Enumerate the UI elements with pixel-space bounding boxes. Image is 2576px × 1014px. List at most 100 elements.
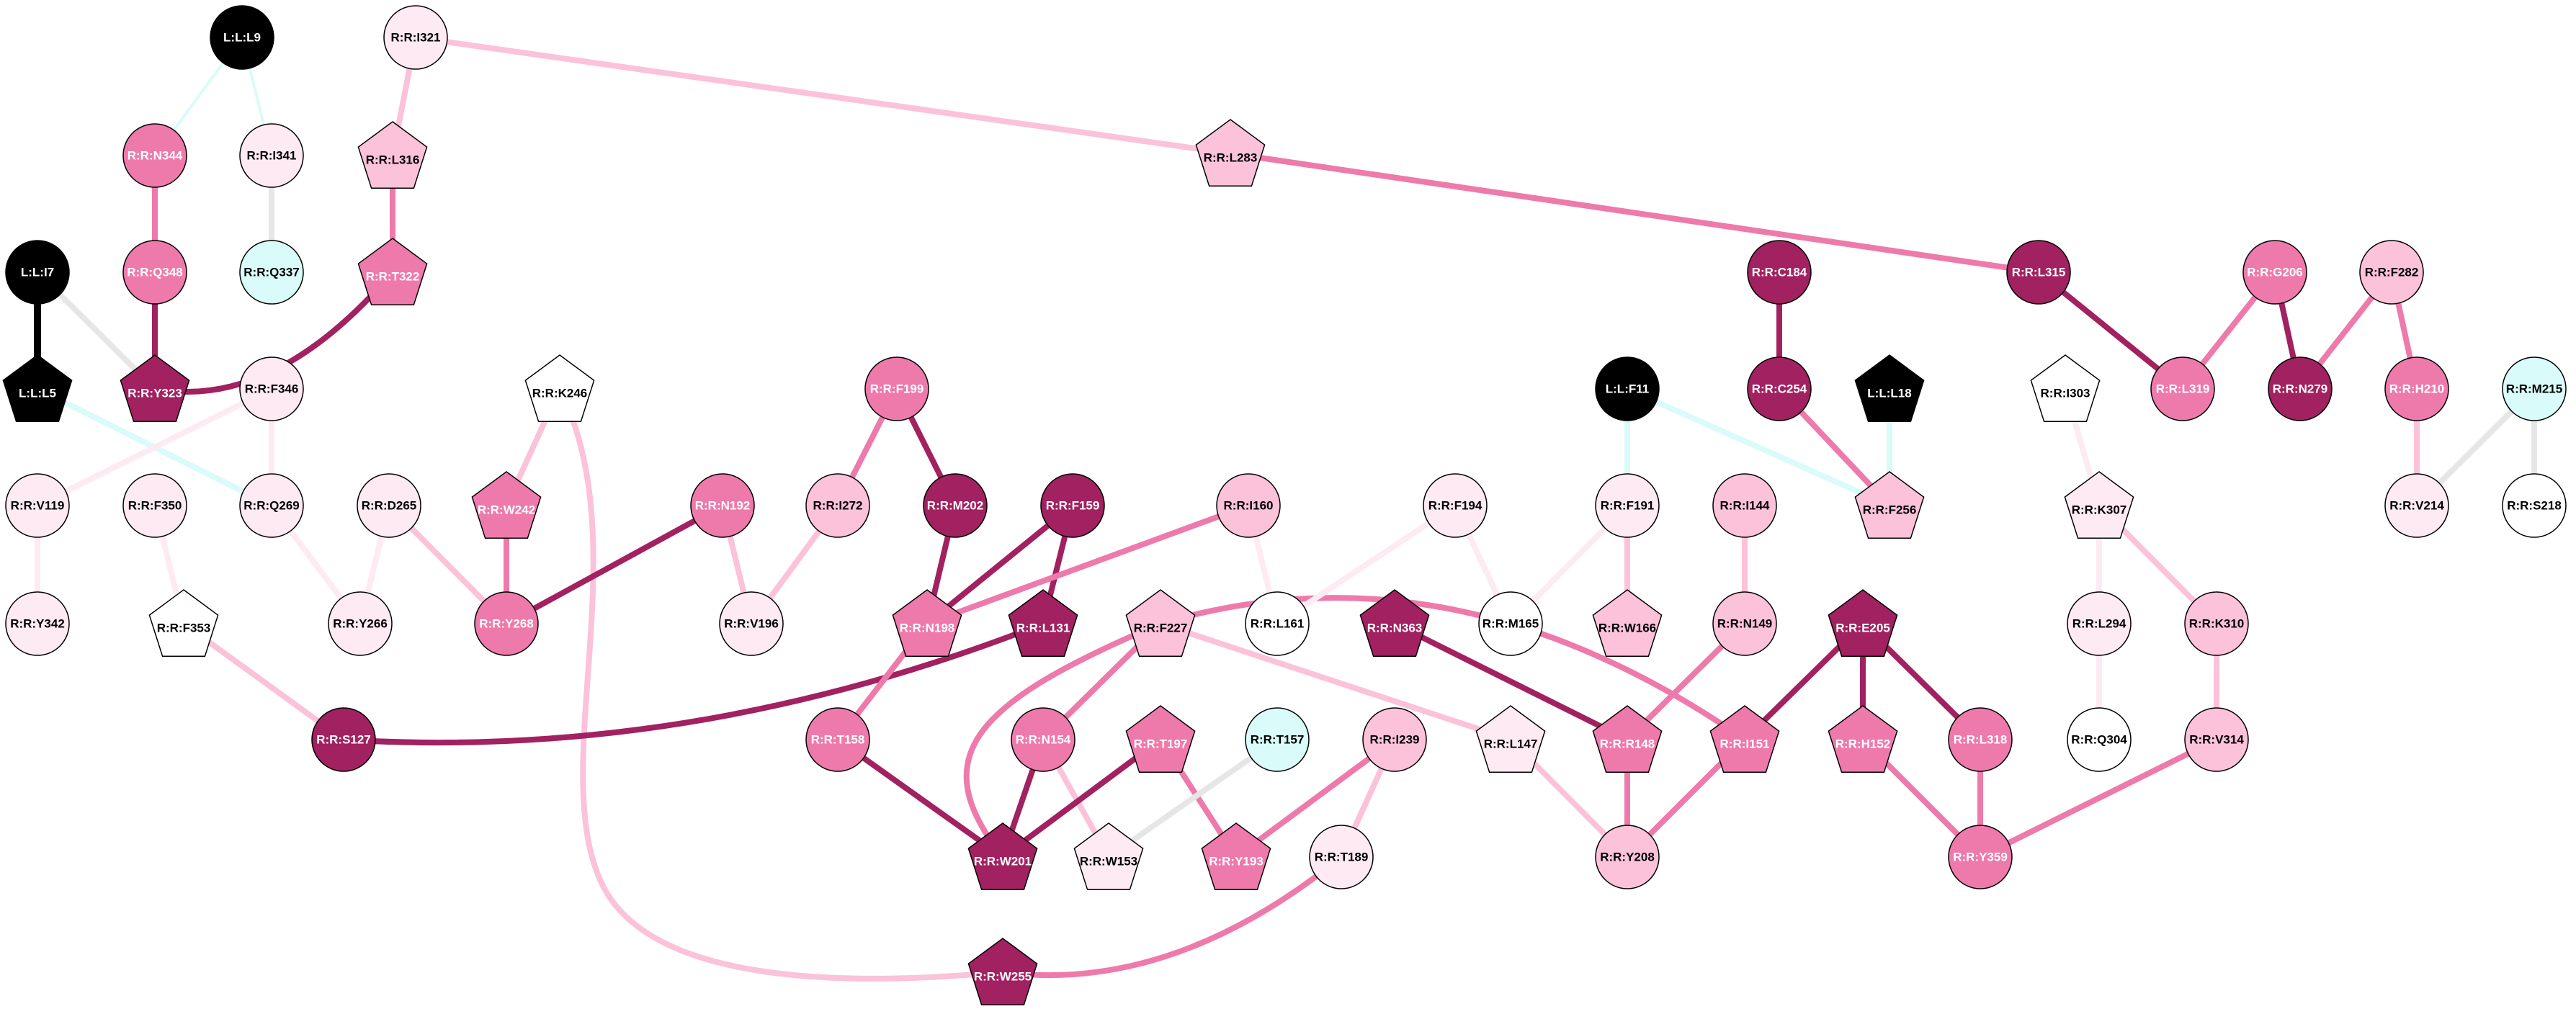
- node-r-r-q269[interactable]: R:R:Q269: [239, 473, 304, 538]
- node-r-r-w166[interactable]: R:R:W166: [1592, 589, 1663, 658]
- node-r-r-t158[interactable]: R:R:T158: [805, 707, 870, 772]
- node-r-r-m202[interactable]: R:R:M202: [923, 473, 988, 538]
- node-r-r-y193[interactable]: R:R:Y193: [1201, 822, 1271, 891]
- node-r-r-w201[interactable]: R:R:W201: [967, 822, 1038, 891]
- node-r-r-l316[interactable]: R:R:L316: [357, 121, 428, 189]
- node-label: R:R:I239: [1370, 733, 1420, 747]
- node-r-r-w255[interactable]: R:R:W255: [967, 938, 1038, 1006]
- pentagon-node-shape: [1359, 589, 1430, 658]
- node-r-r-g206[interactable]: R:R:G206: [2242, 240, 2307, 305]
- node-label: R:R:N279: [2273, 382, 2328, 396]
- node-r-r-y268[interactable]: R:R:Y268: [474, 591, 539, 656]
- node-r-r-i239[interactable]: R:R:I239: [1362, 707, 1427, 772]
- node-r-r-d265[interactable]: R:R:D265: [357, 473, 421, 538]
- circle-node-shape: [383, 5, 448, 70]
- node-l-l-l18[interactable]: L:L:L18: [1854, 354, 1925, 423]
- node-r-r-w153[interactable]: R:R:W153: [1073, 822, 1144, 891]
- node-r-r-r148[interactable]: R:R:R148: [1592, 705, 1663, 773]
- node-r-r-n279[interactable]: R:R:N279: [2268, 356, 2333, 421]
- node-r-r-n149[interactable]: R:R:N149: [1712, 591, 1777, 656]
- circle-node-shape: [2150, 356, 2215, 421]
- node-r-r-i321[interactable]: R:R:I321: [383, 5, 448, 70]
- node-r-r-f191[interactable]: R:R:F191: [1595, 473, 1660, 538]
- node-r-r-h152[interactable]: R:R:H152: [1828, 705, 1898, 773]
- node-r-r-f194[interactable]: R:R:F194: [1423, 473, 1488, 538]
- node-r-r-f353[interactable]: R:R:F353: [148, 589, 219, 658]
- node-r-r-y342[interactable]: R:R:Y342: [5, 591, 70, 656]
- circle-node-shape: [2184, 707, 2249, 772]
- node-r-r-n192[interactable]: R:R:N192: [690, 473, 755, 538]
- node-r-r-f159[interactable]: R:R:F159: [1040, 473, 1105, 538]
- node-r-r-t157[interactable]: R:R:T157: [1245, 707, 1310, 772]
- node-r-r-h210[interactable]: R:R:H210: [2384, 356, 2449, 421]
- node-r-r-v196[interactable]: R:R:V196: [719, 591, 784, 656]
- node-r-r-i272[interactable]: R:R:I272: [805, 473, 870, 538]
- circle-node-shape: [239, 123, 304, 188]
- node-r-r-y359[interactable]: R:R:Y359: [1948, 825, 2013, 889]
- node-r-r-i160[interactable]: R:R:I160: [1216, 473, 1281, 538]
- pentagon-node-shape: [892, 589, 962, 658]
- node-r-r-l131[interactable]: R:R:L131: [1008, 589, 1078, 658]
- node-r-r-e205[interactable]: R:R:E205: [1828, 589, 1898, 658]
- node-r-r-l161[interactable]: R:R:L161: [1245, 591, 1310, 656]
- node-r-r-i341[interactable]: R:R:I341: [239, 123, 304, 188]
- node-r-r-q337[interactable]: R:R:Q337: [239, 240, 304, 305]
- edge-r-r-n192-r-r-y268: [504, 503, 725, 627]
- node-r-r-v119[interactable]: R:R:V119: [5, 473, 70, 538]
- node-r-r-f282[interactable]: R:R:F282: [2359, 240, 2424, 305]
- node-r-r-l319[interactable]: R:R:L319: [2150, 356, 2215, 421]
- node-r-r-k307[interactable]: R:R:K307: [2064, 471, 2134, 539]
- node-r-r-m165[interactable]: R:R:M165: [1478, 591, 1543, 656]
- node-label: R:R:F282: [2365, 266, 2419, 279]
- node-label: R:R:V196: [724, 617, 779, 631]
- node-r-r-l318[interactable]: R:R:L318: [1948, 707, 2013, 772]
- edge-r-r-i160-r-r-n198: [924, 503, 1251, 627]
- node-l-l-f11[interactable]: L:L:F11: [1595, 356, 1660, 421]
- node-r-r-i151[interactable]: R:R:I151: [1709, 705, 1780, 773]
- node-r-r-l294[interactable]: R:R:L294: [2067, 591, 2132, 656]
- node-r-r-i144[interactable]: R:R:I144: [1712, 473, 1777, 538]
- node-r-r-v314[interactable]: R:R:V314: [2184, 707, 2249, 772]
- node-r-r-k310[interactable]: R:R:K310: [2184, 591, 2249, 656]
- node-label: R:R:L294: [2072, 617, 2126, 631]
- node-r-r-w242[interactable]: R:R:W242: [471, 471, 542, 539]
- node-r-r-t322[interactable]: R:R:T322: [357, 238, 428, 306]
- node-r-r-k246[interactable]: R:R:K246: [524, 354, 595, 423]
- node-r-r-f346[interactable]: R:R:F346: [239, 356, 304, 421]
- node-r-r-n198[interactable]: R:R:N198: [892, 589, 962, 658]
- node-label: L:L:I7: [21, 266, 54, 279]
- node-r-r-f199[interactable]: R:R:F199: [864, 356, 929, 421]
- node-r-r-l283[interactable]: R:R:L283: [1195, 119, 1266, 187]
- node-r-r-l315[interactable]: R:R:L315: [2006, 240, 2071, 305]
- node-r-r-l147[interactable]: R:R:L147: [1475, 705, 1546, 773]
- node-r-r-t197[interactable]: R:R:T197: [1125, 705, 1196, 773]
- node-r-r-c184[interactable]: R:R:C184: [1747, 240, 1812, 305]
- node-r-r-c254[interactable]: R:R:C254: [1747, 356, 1812, 421]
- node-r-r-y208[interactable]: R:R:Y208: [1595, 825, 1660, 889]
- node-r-r-s218[interactable]: R:R:S218: [2502, 473, 2567, 538]
- node-r-r-n363[interactable]: R:R:N363: [1359, 589, 1430, 658]
- node-l-l-l9[interactable]: L:L:L9: [210, 5, 274, 70]
- circle-node-shape: [2502, 356, 2567, 421]
- node-r-r-m215[interactable]: R:R:M215: [2502, 356, 2567, 421]
- node-l-l-i7[interactable]: L:L:I7: [5, 240, 70, 305]
- node-r-r-f256[interactable]: R:R:F256: [1854, 471, 1925, 539]
- node-r-r-s127[interactable]: R:R:S127: [311, 707, 376, 772]
- edge-l-l-f11-r-r-f256: [1624, 386, 1892, 508]
- node-r-r-n344[interactable]: R:R:N344: [122, 123, 187, 188]
- node-r-r-q304[interactable]: R:R:Q304: [2067, 707, 2132, 772]
- circle-node-shape: [1245, 591, 1310, 656]
- node-r-r-q348[interactable]: R:R:Q348: [122, 240, 187, 305]
- circle-node-shape: [1747, 240, 1812, 305]
- node-r-r-v214[interactable]: R:R:V214: [2384, 473, 2449, 538]
- node-r-r-f350[interactable]: R:R:F350: [122, 473, 187, 538]
- node-r-r-t189[interactable]: R:R:T189: [1309, 825, 1374, 889]
- node-r-r-n154[interactable]: R:R:N154: [1011, 707, 1075, 772]
- node-r-r-y266[interactable]: R:R:Y266: [328, 591, 393, 656]
- edge-r-r-f227-r-r-l147: [1158, 621, 1513, 742]
- node-l-l-l5[interactable]: L:L:L5: [2, 354, 73, 423]
- node-label: R:R:C254: [1752, 382, 1807, 396]
- node-r-r-f227[interactable]: R:R:F227: [1125, 589, 1196, 658]
- node-r-r-y323[interactable]: R:R:Y323: [120, 354, 190, 423]
- node-r-r-i303[interactable]: R:R:I303: [2030, 354, 2101, 423]
